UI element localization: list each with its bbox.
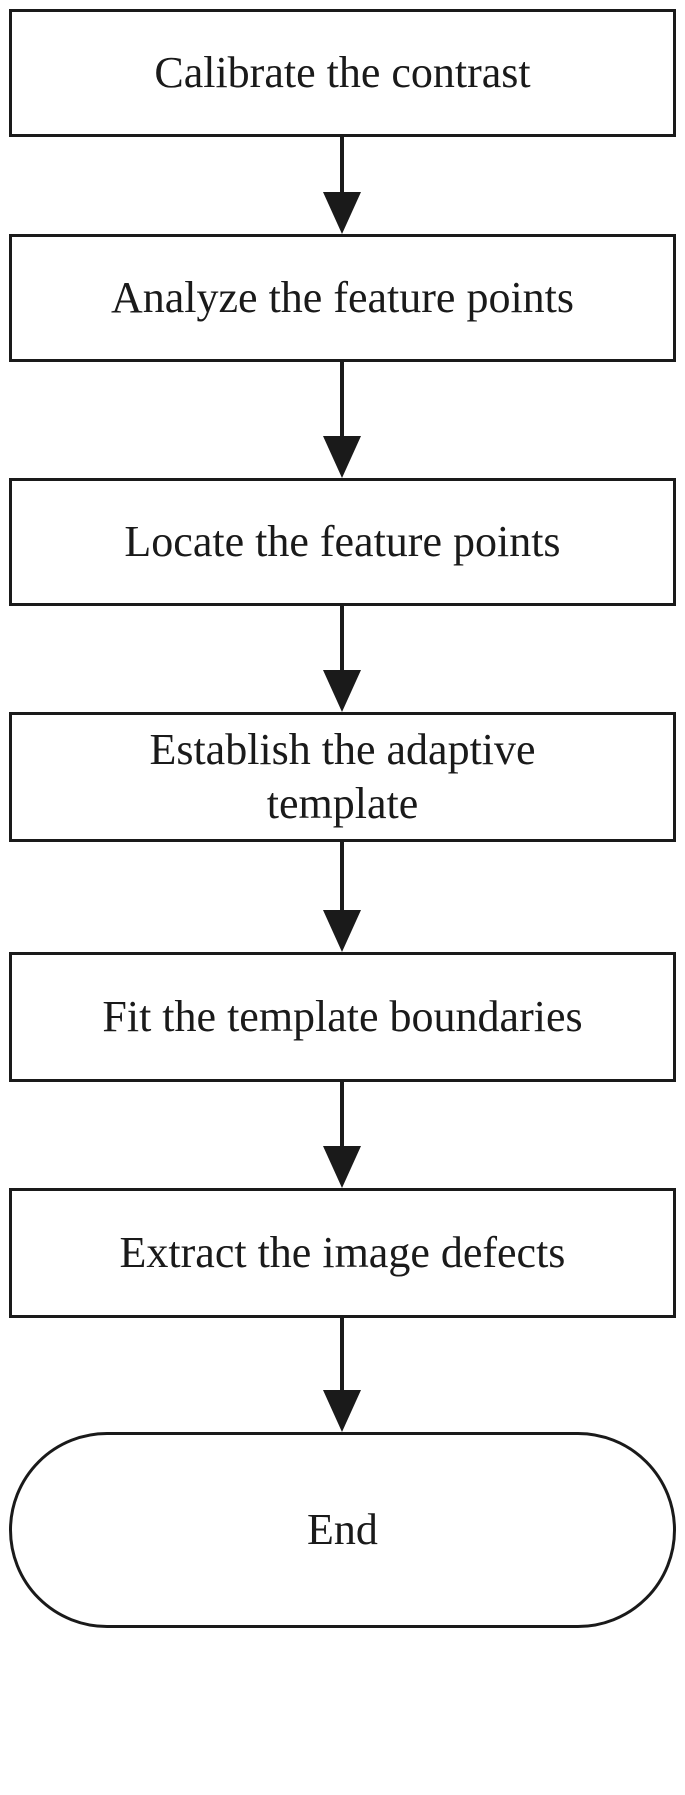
step-label: Fit the template boundaries: [102, 992, 583, 1041]
step-calibrate-contrast: Calibrate the contrast: [9, 9, 676, 137]
arrow-down-icon: [323, 1318, 361, 1432]
arrow-down-icon: [323, 842, 361, 952]
step-fit-template-boundaries: Fit the template boundaries: [9, 952, 676, 1082]
step-establish-adaptive-template: Establish the adaptive template: [9, 712, 676, 842]
arrow-down-icon: [323, 362, 361, 478]
terminal-label: End: [307, 1505, 378, 1554]
step-label: Locate the feature points: [124, 517, 561, 566]
step-extract-image-defects: Extract the image defects: [9, 1188, 676, 1318]
arrow-down-icon: [323, 606, 361, 712]
step-locate-feature-points: Locate the feature points: [9, 478, 676, 606]
step-label: Analyze the feature points: [110, 273, 575, 322]
step-label: Extract the image defects: [119, 1228, 566, 1277]
arrow-down-icon: [323, 137, 361, 234]
arrow-down-icon: [323, 1082, 361, 1188]
step-label: Calibrate the contrast: [154, 48, 531, 97]
step-analyze-feature-points: Analyze the feature points: [9, 234, 676, 362]
terminal-end: End: [9, 1432, 676, 1628]
step-label: Establish the adaptive template: [149, 725, 536, 828]
